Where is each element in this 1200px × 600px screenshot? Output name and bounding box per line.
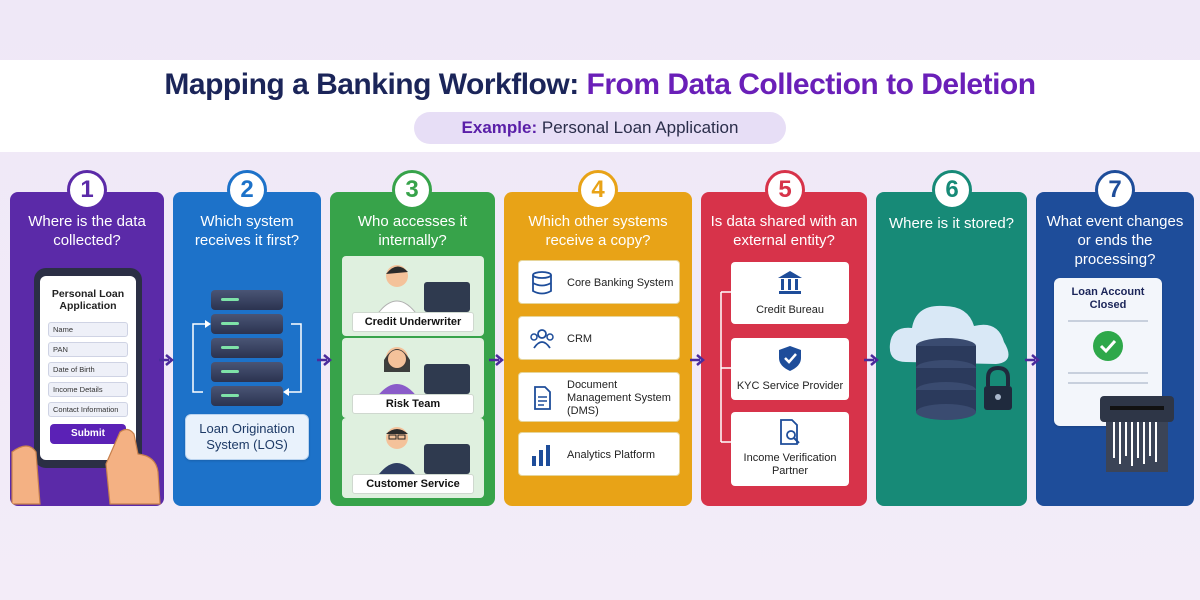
phone-illustration: Personal Loan Application Name PAN Date …	[34, 268, 142, 468]
step-question-6: Where is it stored?	[888, 215, 1015, 232]
database-icon	[532, 271, 552, 295]
entity-income-verification: Income Verification Partner	[731, 412, 849, 486]
title-part-1: Mapping a Banking Workflow:	[164, 68, 587, 101]
los-label-box: Loan Origination System (LOS)	[185, 414, 309, 460]
form-screen: Personal Loan Application Name PAN Date …	[40, 276, 136, 460]
branch-lines-icon	[720, 291, 731, 443]
header-banner: Mapping a Banking Workflow: From Data Co…	[0, 60, 1200, 152]
bank-icon	[778, 271, 802, 294]
entity-label: Credit Bureau	[756, 304, 824, 316]
form-field-name: Name	[48, 322, 128, 337]
flow-arrow-icon	[1025, 354, 1040, 366]
example-label: Example:	[461, 118, 538, 137]
step-question-2: Which system receives it first?	[194, 213, 300, 249]
step-question-4: Which other systems receive a copy?	[528, 213, 668, 249]
form-field-income: Income Details	[48, 382, 128, 397]
step-card-6: Where is it stored?	[876, 192, 1027, 506]
bar-chart-icon	[532, 445, 550, 466]
flow-arrow-icon	[690, 354, 705, 366]
cloud-database-icon	[889, 305, 1012, 420]
system-label: Document Management System (DMS)	[567, 378, 671, 417]
flow-arrow-icon	[864, 354, 879, 366]
role-label-credit-underwriter: Credit Underwriter	[352, 312, 474, 332]
document-icon	[534, 386, 551, 410]
flow-arrow-icon	[489, 354, 504, 366]
loop-arrows-icon	[192, 320, 302, 396]
los-label: Loan Origination System (LOS)	[199, 421, 295, 452]
step-badge-7: 7	[1095, 170, 1135, 210]
flow-arrow-icon	[317, 354, 332, 366]
entity-label: KYC Service Provider	[736, 380, 844, 392]
entity-label: Income Verification Partner	[743, 452, 837, 477]
step-card-3: Who accesses it internally? Credit Under…	[330, 192, 495, 506]
people-icon	[530, 329, 554, 349]
entity-credit-bureau: Credit Bureau	[731, 262, 849, 324]
entity-kyc-provider: KYC Service Provider	[731, 338, 849, 400]
role-label-customer-service: Customer Service	[352, 474, 474, 494]
step-badge-2: 2	[227, 170, 267, 210]
form-title: Personal Loan Application	[51, 288, 125, 312]
shredder-icon	[1100, 396, 1174, 472]
hands-icon	[11, 428, 161, 505]
role-card-credit-underwriter: Credit Underwriter	[342, 256, 484, 336]
step-badge-6: 6	[932, 170, 972, 210]
system-label: CRM	[567, 332, 593, 345]
step-card-5: Is data shared with an external entity? …	[701, 192, 867, 506]
step-card-2: Which system receives it first? Loan Ori…	[173, 192, 321, 506]
example-pill: Example: Personal Loan Application	[414, 112, 786, 144]
document-search-icon	[780, 419, 800, 445]
system-core-banking: Core Banking System	[518, 260, 680, 304]
step-badge-5: 5	[765, 170, 805, 210]
step-card-4: Which other systems receive a copy? Core…	[504, 192, 692, 506]
form-field-contact: Contact Information	[48, 402, 128, 417]
shield-check-icon	[779, 346, 801, 371]
title-part-2: From Data Collection to Deletion	[586, 68, 1037, 101]
role-label-risk-team: Risk Team	[352, 394, 474, 414]
step-badge-4: 4	[578, 170, 618, 210]
step-question-3: Who accesses it internally?	[357, 213, 468, 249]
form-field-pan: PAN	[48, 342, 128, 357]
flow-arrow-icon	[159, 354, 174, 366]
step-card-1: Where is the data collected? Personal Lo…	[10, 192, 164, 506]
step-badge-1: 1	[67, 170, 107, 210]
system-label: Core Banking System	[567, 276, 674, 289]
step-badge-3: 3	[392, 170, 432, 210]
check-circle-icon	[1093, 331, 1123, 361]
system-crm: CRM	[518, 316, 680, 360]
role-card-customer-service: Customer Service	[342, 418, 484, 498]
example-value: Personal Loan Application	[537, 118, 739, 137]
system-analytics: Analytics Platform	[518, 432, 680, 476]
page-title: Mapping a Banking Workflow: From Data Co…	[0, 68, 1200, 102]
step-question-5: Is data shared with an external entity?	[710, 213, 858, 249]
system-label: Analytics Platform	[567, 448, 656, 461]
role-card-risk-team: Risk Team	[342, 338, 484, 418]
submit-button: Submit	[50, 424, 126, 444]
step-question-1: Where is the data collected?	[28, 213, 146, 249]
form-field-dob: Date of Birth	[48, 362, 128, 377]
system-dms: Document Management System (DMS)	[518, 372, 680, 422]
end-event-label: Loan Account Closed	[1071, 286, 1145, 311]
step-question-7: What event changes or ends the processin…	[1046, 213, 1184, 268]
step-card-7: What event changes or ends the processin…	[1036, 192, 1194, 506]
